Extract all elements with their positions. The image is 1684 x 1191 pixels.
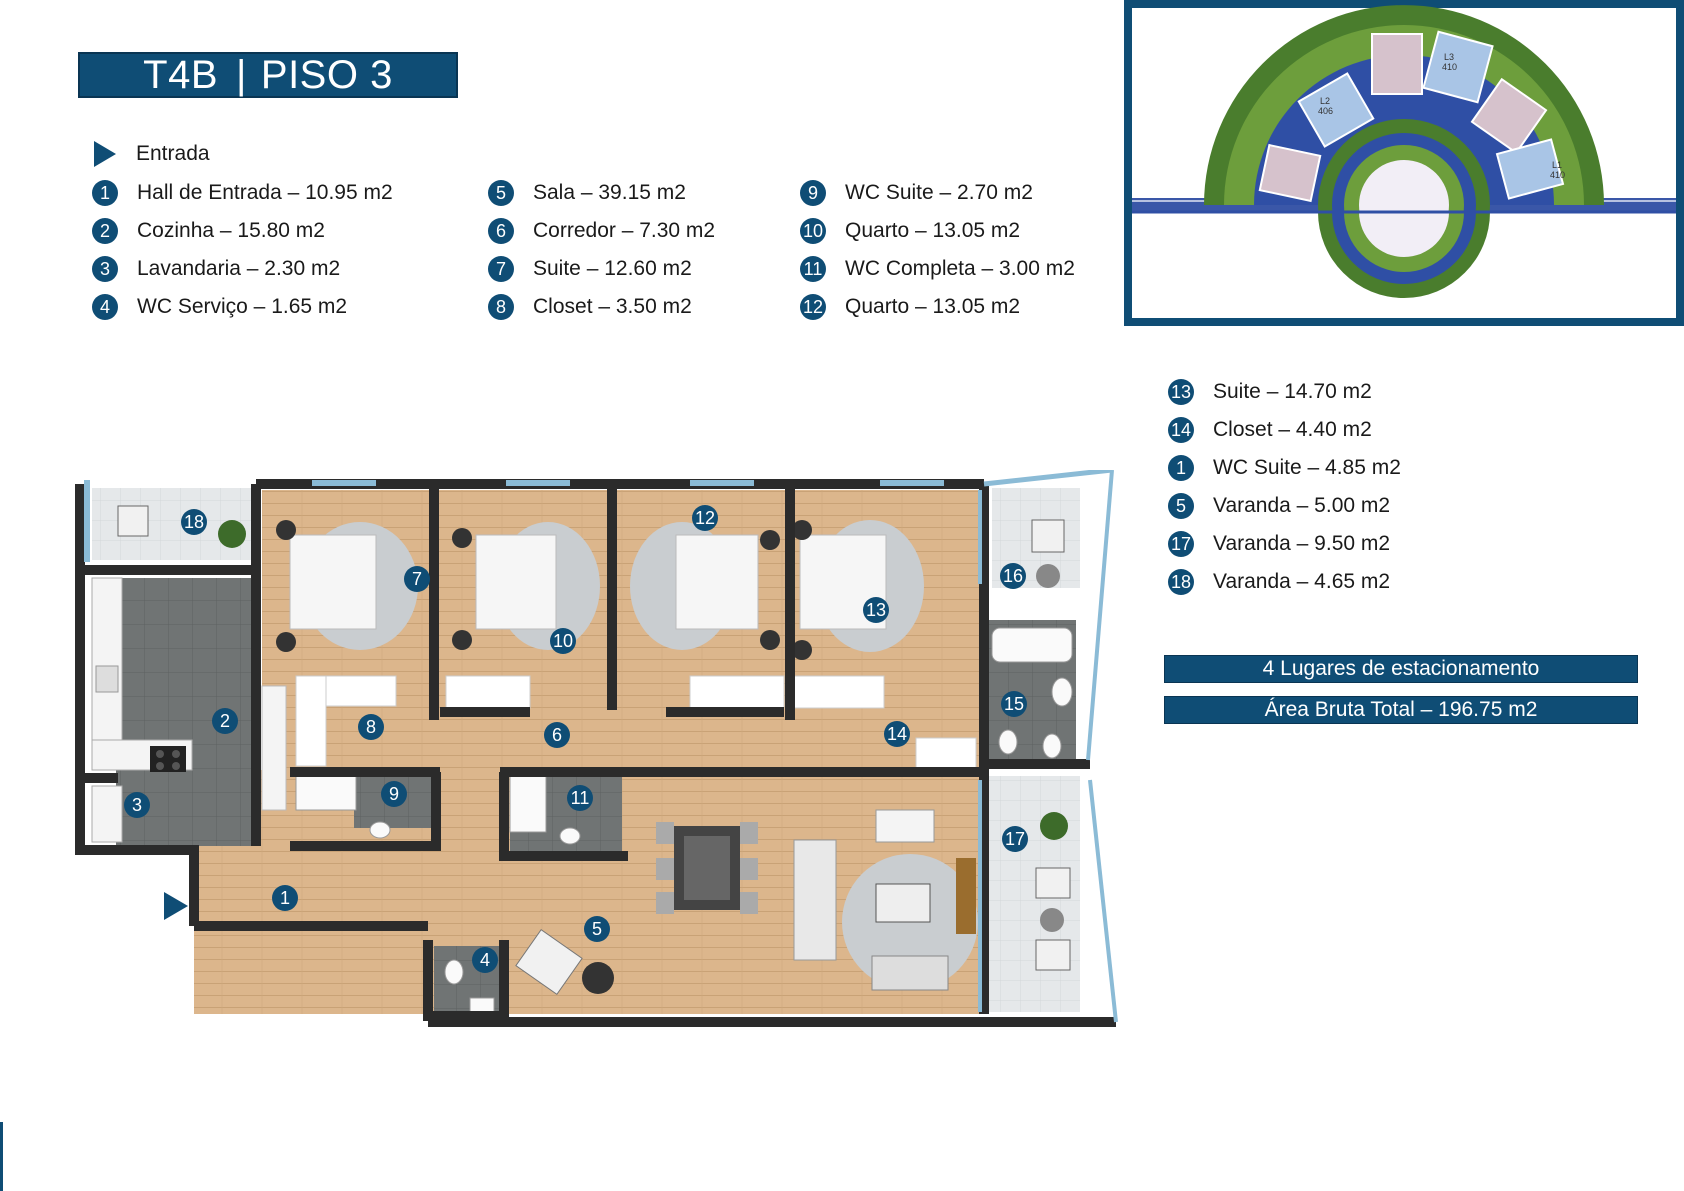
page-edge-rule bbox=[0, 1122, 3, 1191]
legend-item: 18 Varanda – 4.65 m2 bbox=[1168, 569, 1390, 595]
plan-marker-5: 5 bbox=[584, 916, 610, 942]
room-number-badge: 1 bbox=[92, 180, 118, 206]
legend-item: 12 Quarto – 13.05 m2 bbox=[800, 294, 1020, 320]
legend-label: Varanda – 4.65 m2 bbox=[1213, 570, 1391, 593]
plan-marker-11: 11 bbox=[567, 785, 593, 811]
plan-marker-3: 3 bbox=[124, 792, 150, 818]
room-number-badge: 18 bbox=[1168, 569, 1194, 595]
unit-title: T4B | PISO 3 bbox=[78, 52, 458, 98]
title-separator: | bbox=[236, 52, 247, 97]
plan-marker-6: 6 bbox=[544, 722, 570, 748]
legend-label: Closet – 4.40 m2 bbox=[1213, 418, 1372, 441]
lot-l3-num: 410 bbox=[1442, 62, 1457, 72]
room-number-badge: 13 bbox=[1168, 379, 1194, 405]
entrance-arrow-icon bbox=[164, 892, 188, 920]
lot-l2-name: L2 bbox=[1320, 96, 1330, 106]
room-number-badge: 3 bbox=[92, 256, 118, 282]
plan-marker-14: 14 bbox=[884, 721, 910, 747]
room-number-badge: 8 bbox=[488, 294, 514, 320]
plan-marker-7: 7 bbox=[404, 566, 430, 592]
unit-type: T4B bbox=[143, 52, 218, 97]
room-number-badge: 7 bbox=[488, 256, 514, 282]
site-plan: L2 406 L3 410 L1 410 bbox=[1124, 0, 1684, 326]
legend-label: Varanda – 5.00 m2 bbox=[1213, 494, 1391, 517]
legend-item: 17 Varanda – 9.50 m2 bbox=[1168, 531, 1390, 557]
plan-marker-8: 8 bbox=[358, 714, 384, 740]
room-number-badge: 5 bbox=[1168, 493, 1194, 519]
legend-item: 5 Varanda – 5.00 m2 bbox=[1168, 493, 1390, 519]
legend-item: 4 WC Serviço – 1.65 m2 bbox=[92, 294, 347, 320]
room-number-badge: 9 bbox=[800, 180, 826, 206]
legend-label: WC Completa – 3.00 m2 bbox=[845, 257, 1075, 280]
plan-marker-2: 2 bbox=[212, 708, 238, 734]
legend-item: 10 Quarto – 13.05 m2 bbox=[800, 218, 1020, 244]
plan-marker-1: 1 bbox=[272, 885, 298, 911]
legend-label: Corredor – 7.30 m2 bbox=[533, 219, 716, 242]
legend-item: 11 WC Completa – 3.00 m2 bbox=[800, 256, 1075, 282]
plan-marker-17: 17 bbox=[1002, 826, 1028, 852]
legend-label: Suite – 14.70 m2 bbox=[1213, 380, 1372, 403]
lot-l1-name: L1 bbox=[1552, 160, 1562, 170]
legend-label: Suite – 12.60 m2 bbox=[533, 257, 692, 280]
legend-item: 6 Corredor – 7.30 m2 bbox=[488, 218, 715, 244]
lot-buildings bbox=[1258, 30, 1565, 203]
legend-label: Sala – 39.15 m2 bbox=[533, 181, 686, 204]
room-number-badge: 10 bbox=[800, 218, 826, 244]
legend-item: 5 Sala – 39.15 m2 bbox=[488, 180, 686, 206]
legend-item: 1 WC Suite – 4.85 m2 bbox=[1168, 455, 1401, 481]
legend-item: 1 Hall de Entrada – 10.95 m2 bbox=[92, 180, 393, 206]
legend-label: Quarto – 13.05 m2 bbox=[845, 295, 1021, 318]
legend-item: 2 Cozinha – 15.80 m2 bbox=[92, 218, 325, 244]
legend-label: WC Suite – 2.70 m2 bbox=[845, 181, 1033, 204]
plan-marker-15: 15 bbox=[1001, 691, 1027, 717]
legend-label: Hall de Entrada – 10.95 m2 bbox=[137, 181, 393, 204]
legend-label: Varanda – 9.50 m2 bbox=[1213, 532, 1391, 555]
room-number-badge: 11 bbox=[800, 256, 826, 282]
plan-marker-9: 9 bbox=[381, 781, 407, 807]
legend-item: 8 Closet – 3.50 m2 bbox=[488, 294, 692, 320]
room-number-badge: 1 bbox=[1168, 455, 1194, 481]
legend-item: 7 Suite – 12.60 m2 bbox=[488, 256, 692, 282]
legend-label: Cozinha – 15.80 m2 bbox=[137, 219, 325, 242]
legend-item: 3 Lavandaria – 2.30 m2 bbox=[92, 256, 340, 282]
plan-marker-18: 18 bbox=[181, 509, 207, 535]
parking-info-bar: 4 Lugares de estacionamento bbox=[1164, 655, 1638, 683]
plan-marker-16: 16 bbox=[1000, 563, 1026, 589]
legend-label: Lavandaria – 2.30 m2 bbox=[137, 257, 341, 280]
lot-l1-num: 410 bbox=[1550, 170, 1565, 180]
legend-entrance: Entrada bbox=[90, 141, 210, 167]
plan-marker-10: 10 bbox=[550, 628, 576, 654]
floor-label: PISO 3 bbox=[260, 52, 393, 97]
room-number-badge: 2 bbox=[92, 218, 118, 244]
legend-item: 9 WC Suite – 2.70 m2 bbox=[800, 180, 1033, 206]
room-number-badge: 17 bbox=[1168, 531, 1194, 557]
room-number-badge: 4 bbox=[92, 294, 118, 320]
legend-label: Quarto – 13.05 m2 bbox=[845, 219, 1021, 242]
room-number-badge: 6 bbox=[488, 218, 514, 244]
plan-marker-13: 13 bbox=[863, 597, 889, 623]
gross-area-bar: Área Bruta Total – 196.75 m2 bbox=[1164, 696, 1638, 724]
plan-marker-12: 12 bbox=[692, 505, 718, 531]
entrance-arrow-icon bbox=[94, 141, 116, 167]
room-number-badge: 12 bbox=[800, 294, 826, 320]
floor-plan bbox=[75, 470, 1118, 1027]
legend-label: WC Suite – 4.85 m2 bbox=[1213, 456, 1401, 479]
legend-label: Closet – 3.50 m2 bbox=[533, 295, 692, 318]
legend-item: 14 Closet – 4.40 m2 bbox=[1168, 417, 1372, 443]
lot-l2-num: 406 bbox=[1318, 106, 1333, 116]
legend-label: WC Serviço – 1.65 m2 bbox=[137, 295, 348, 318]
room-number-badge: 14 bbox=[1168, 417, 1194, 443]
lot-l3-name: L3 bbox=[1444, 52, 1454, 62]
legend-item: 13 Suite – 14.70 m2 bbox=[1168, 379, 1372, 405]
room-number-badge: 5 bbox=[488, 180, 514, 206]
plan-marker-4: 4 bbox=[472, 947, 498, 973]
legend-entrance-label: Entrada bbox=[136, 142, 210, 165]
